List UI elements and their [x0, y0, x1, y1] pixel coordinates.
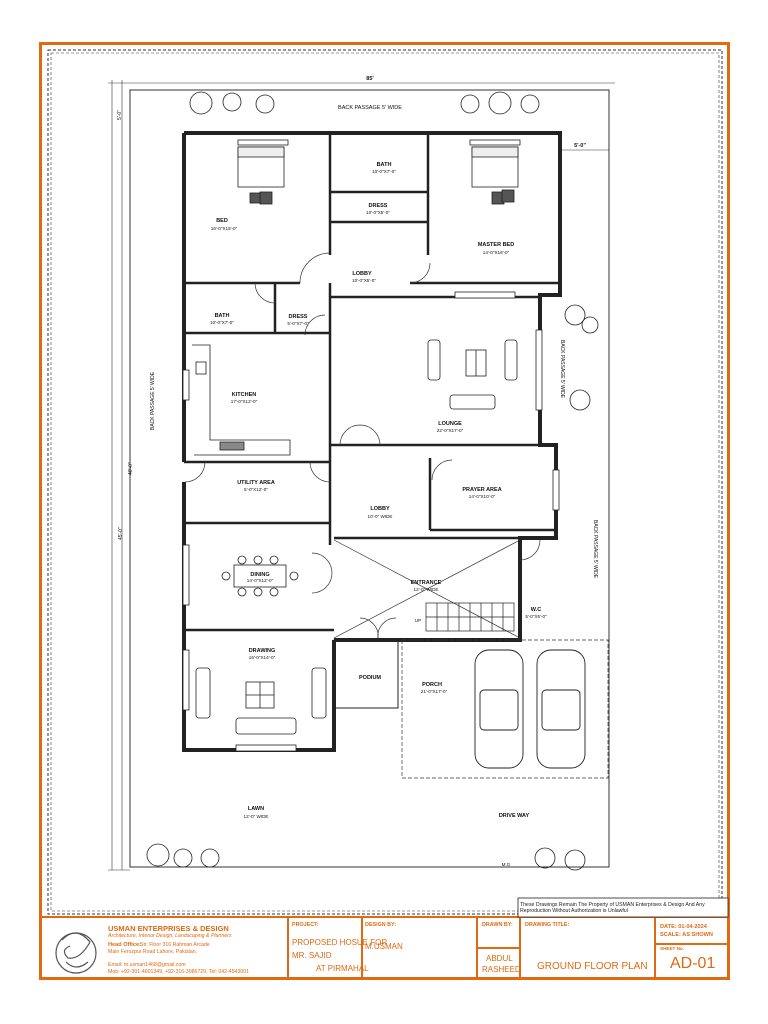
room-drawing-dim: 16'-0"X14'-0"	[248, 655, 276, 660]
windows	[182, 139, 560, 752]
side-passage-right-lower: BACK PASSAGE 5' WIDE	[592, 520, 598, 579]
bed-furniture	[237, 146, 519, 205]
room-lounge-dim: 22'-0"X17'-0"	[436, 428, 464, 433]
room-entrance-dim: 12'-0" WIDE	[413, 587, 439, 592]
title-block-frame	[40, 916, 729, 978]
trees	[146, 91, 599, 871]
room-prayer-label: PRAYER AREA	[462, 487, 502, 493]
room-bath-top-dim: 10'-0"X7'-0"	[372, 169, 396, 174]
project-label: PROJECT:	[292, 922, 319, 928]
company-address-1: Str. Floor 316 Rahman Arcade	[140, 942, 210, 948]
room-bath-left-dim: 10'-0"X7'-0"	[210, 320, 234, 325]
room-podium-label: PODIUM	[359, 675, 381, 681]
company-tagline: Architecture, Interior Design, Landscapi…	[108, 933, 232, 939]
lawn-dim: 12'-0" WIDE	[243, 814, 269, 819]
room-porch-dim: 21'-0"X17'-0"	[420, 689, 448, 694]
bottom-label: M.G	[501, 862, 511, 867]
plot-boundary-dashed	[47, 49, 723, 915]
left-dim-mid: 40'-0"	[128, 462, 134, 475]
room-prayer-dim: 14'-0"X10'-0"	[468, 494, 496, 499]
left-dim-top: 5'-0"	[117, 110, 123, 120]
cars	[474, 649, 586, 769]
interior-walls	[184, 133, 560, 632]
disclaimer-text: These Drawings Remain The Property of US…	[520, 902, 705, 915]
room-utility-label: UTILITY AREA	[237, 480, 275, 486]
drawing-title-value: GROUND FLOOR PLAN	[537, 961, 648, 972]
entrance-cross	[333, 539, 521, 639]
stair-up-label: UP	[414, 618, 422, 623]
room-lobby-top-dim: 10'-0"X5'-0"	[352, 278, 376, 283]
room-bed-label: BED	[216, 218, 228, 224]
porch-area	[401, 639, 609, 779]
room-master-bed-label: MASTER BED	[477, 242, 515, 248]
room-master-bed-dim: 14'-0"X16'-0"	[482, 250, 510, 255]
company-phone: Mob: +92-301-4601349, +92-316-3086729, T…	[108, 969, 249, 975]
room-lobby-mid-label: LOBBY	[370, 506, 390, 512]
sheet-border	[39, 42, 730, 980]
room-porch-label: PORCH	[422, 682, 442, 688]
site-boundary	[129, 89, 610, 868]
right-top-dim: 5'-0"	[574, 143, 586, 149]
driveway-label: DRIVE WAY	[498, 813, 530, 819]
company-email: Email: m.usman1468@gmail.com	[108, 962, 186, 968]
drawn-by-value-2: RASHEED	[482, 965, 521, 974]
kitchen-counter	[192, 344, 291, 456]
sheet-no-value: AD-01	[670, 955, 716, 972]
company-logo	[55, 932, 97, 974]
disclaimer-box	[517, 897, 729, 918]
podium-area	[333, 639, 399, 709]
room-bath-top-label: BATH	[376, 162, 392, 168]
company-office-label: Head Office:	[108, 942, 141, 948]
room-lounge-label: LOUNGE	[438, 421, 462, 427]
overall-depth-dim: 45'-0"	[118, 527, 124, 540]
drawn-by-label: DRAWN BY:	[482, 922, 513, 928]
room-wc-dim: 5'-0"X5'-0"	[525, 614, 547, 619]
drawing-title-label: DRAWING TITLE:	[525, 922, 570, 928]
room-kitchen-dim: 17'-0"X12'-0"	[230, 399, 258, 404]
room-kitchen-label: KITCHEN	[231, 392, 257, 398]
overall-width-dim: 85'	[366, 76, 374, 82]
project-line-2: MR. SAJID	[292, 951, 332, 960]
room-bath-left-label: BATH	[214, 313, 230, 319]
scale-line: SCALE: AS SHOWN	[660, 932, 713, 938]
side-passage-right-upper: BACK PASSAGE 5' WIDE	[559, 340, 565, 399]
drawing-furniture	[195, 667, 327, 735]
lounge-furniture	[427, 339, 518, 410]
project-line-3: AT PIRMAHAL	[316, 964, 369, 973]
dining-table	[221, 555, 299, 597]
door-swings	[184, 252, 541, 639]
back-passage-label: BACK PASSAGE 5' WIDE	[338, 105, 402, 111]
drawn-by-value-1: ABDUL	[486, 954, 513, 963]
room-dining-dim: 14'-0"X12'-0"	[246, 578, 274, 583]
room-drawing-label: DRAWING	[248, 648, 276, 654]
project-line-1: PROPOSED HOSUE FOR	[292, 938, 388, 947]
company-address-2: Main Ferozpur Road Lahore, Pakistan.	[108, 949, 198, 955]
staircase	[425, 602, 515, 632]
room-lobby-top-label: LOBBY	[352, 271, 372, 277]
room-bed-dim: 16'-0"X15'-0"	[210, 226, 238, 231]
design-by-label: DESIGN BY:	[365, 922, 397, 928]
design-by-value: M.USMAN	[365, 942, 403, 951]
room-entrance-label: ENTRANCE	[410, 580, 442, 586]
lawn-label: LAWN	[247, 806, 265, 812]
room-dress-left-label: DRESS	[288, 314, 308, 320]
side-passage-left: BACK PASSAGE 5' WIDE	[150, 371, 156, 430]
company-name: USMAN ENTERPRISES & DESIGN	[108, 924, 229, 933]
room-wc-label: W.C	[530, 607, 542, 613]
room-utility-dim: 5'-0"X12'-0"	[244, 487, 268, 492]
room-dress-left-dim: 5'-0"X7'-0"	[287, 321, 309, 326]
dimension-lines	[108, 80, 615, 871]
room-dining-label: DINING	[250, 572, 270, 578]
room-dress-top-label: DRESS	[368, 203, 388, 209]
room-lobby-mid-dim: 10'-0" WIDE	[367, 514, 393, 519]
date-line: DATE: 01-04-2024	[660, 924, 707, 930]
room-dress-top-dim: 10'-0"X5'-0"	[366, 210, 390, 215]
sheet-no-label: SHEET No.	[660, 946, 684, 951]
